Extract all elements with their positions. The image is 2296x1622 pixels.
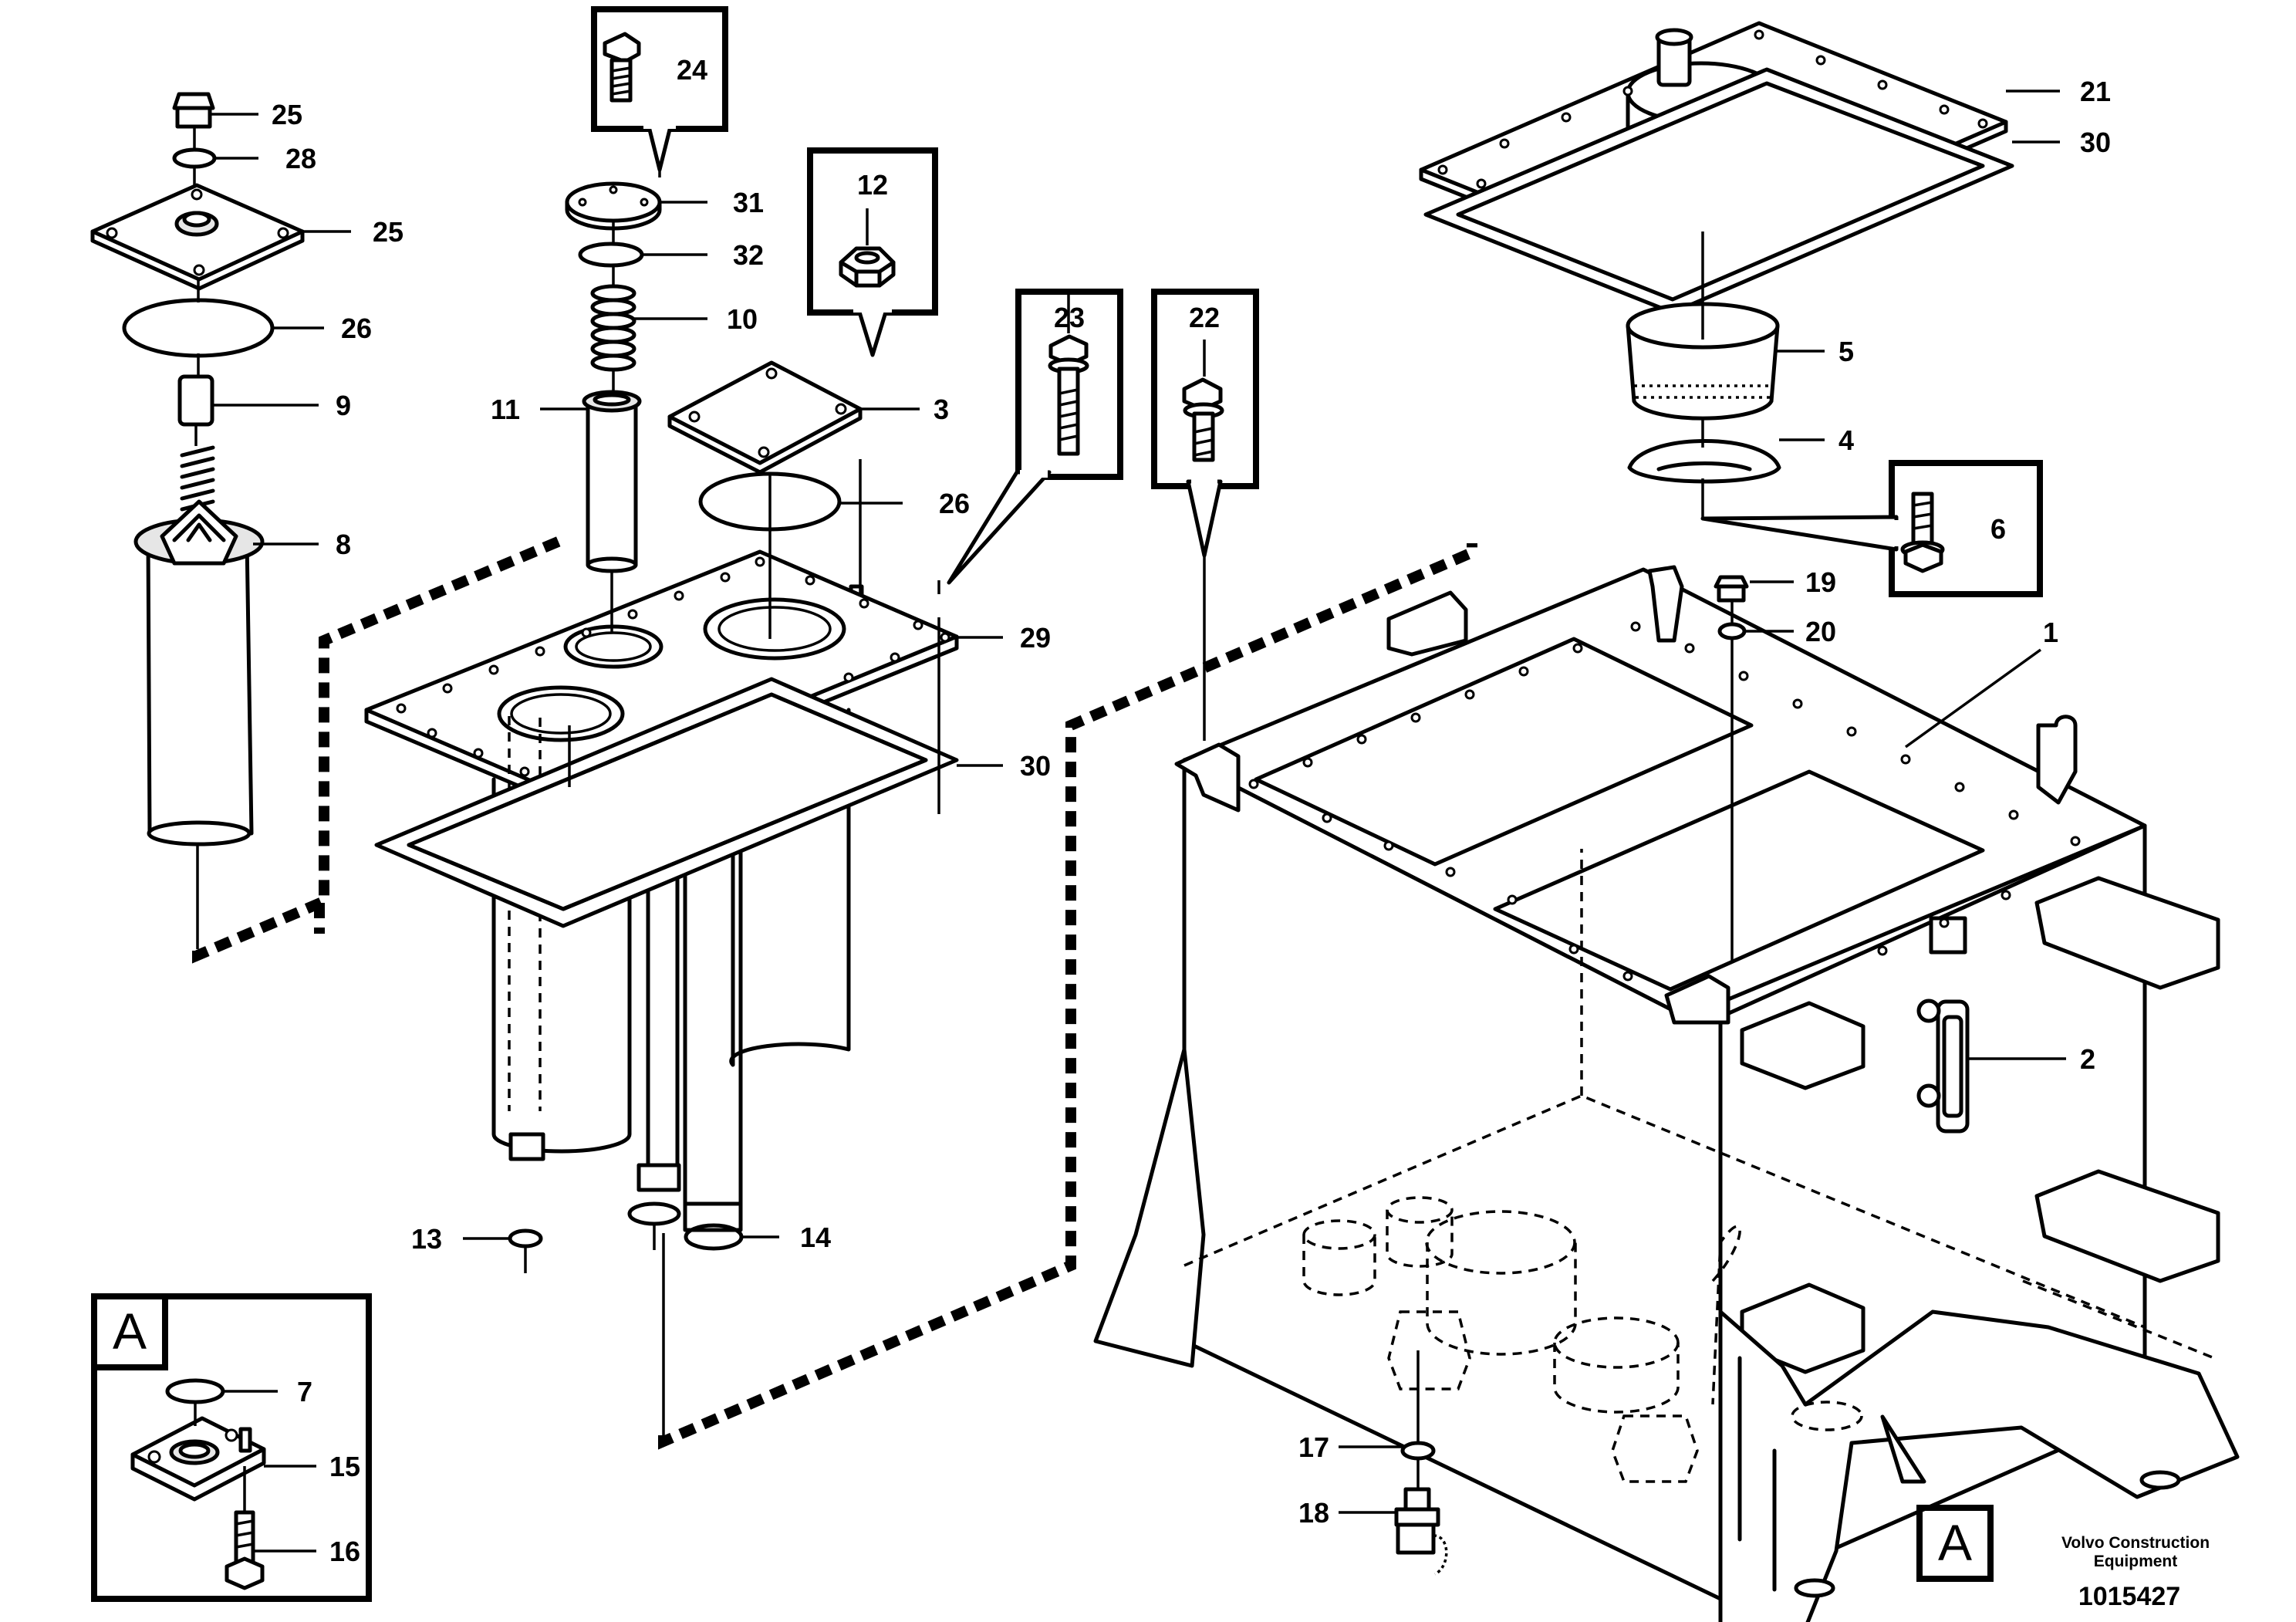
callout-23: 23 xyxy=(1054,302,1085,333)
callout-24: 24 xyxy=(677,54,707,86)
cover-plate-part-3 xyxy=(667,360,863,475)
callout-4: 4 xyxy=(1838,424,1854,456)
callout-6: 6 xyxy=(1990,513,2006,545)
drain-assembly xyxy=(1394,1350,1448,1576)
callout-5: 5 xyxy=(1838,336,1854,367)
tank-part-1 xyxy=(1093,565,2240,1622)
spring-part-10 xyxy=(590,284,636,372)
callout-19: 19 xyxy=(1805,566,1836,598)
detail-a-box: A xyxy=(91,1293,372,1602)
callout-30-top: 30 xyxy=(2080,127,2111,158)
ring-part-7 xyxy=(165,1378,225,1404)
callout-28: 28 xyxy=(285,143,316,174)
callout-29: 29 xyxy=(1020,622,1051,654)
callout-26-left: 26 xyxy=(341,313,372,344)
bolt-box-part-23 xyxy=(947,289,1123,585)
bolt-part-16 xyxy=(225,1510,265,1590)
gasket-part-30-center xyxy=(374,677,959,928)
detail-a-marker: A xyxy=(1880,1414,1994,1582)
bolt-icon-24 xyxy=(603,32,641,103)
callout-11: 11 xyxy=(491,394,520,425)
drawing-number: 1015427 xyxy=(2078,1582,2180,1611)
bolt-icon-6 xyxy=(1900,492,1945,573)
callout-numbers: 25 28 25 26 9 8 24 31 32 10 11 12 3 26 2… xyxy=(210,54,2111,1567)
bolt-icon-23 xyxy=(1048,334,1089,456)
drain-valve-part-18 xyxy=(1394,1487,1448,1576)
gasket-part-30-top xyxy=(1423,67,2014,315)
callout-22: 22 xyxy=(1189,302,1220,333)
o-ring-part-13 xyxy=(508,1228,543,1249)
callout-25: 25 xyxy=(373,216,403,248)
callout-3: 3 xyxy=(934,394,949,425)
callout-31: 31 xyxy=(733,187,764,218)
flange-plate-part-29 xyxy=(364,549,959,809)
bolt-icon-22 xyxy=(1182,377,1224,462)
callout-21: 21 xyxy=(2080,76,2111,107)
ring-part-32 xyxy=(578,242,644,268)
callout-20: 20 xyxy=(1805,616,1836,647)
callout-1: 1 xyxy=(2043,617,2058,648)
company-name-line2: Equipment xyxy=(2094,1553,2178,1570)
plug-part-27 xyxy=(172,92,215,129)
left-filter-assembly xyxy=(90,92,305,949)
bolt-box-part-24 xyxy=(591,6,728,177)
cover-plate-part-25 xyxy=(90,183,305,291)
callout-14: 14 xyxy=(800,1222,831,1253)
tank-hidden-internals xyxy=(1183,849,2215,1483)
washer-part-20 xyxy=(1717,622,1747,640)
callout-17: 17 xyxy=(1298,1431,1329,1463)
seal-ring-part-28 xyxy=(172,147,217,169)
detail-label: A xyxy=(113,1303,147,1360)
bolt-box-part-6 xyxy=(1700,460,2043,597)
callout-9: 9 xyxy=(336,390,351,421)
detail-marker-label: A xyxy=(1938,1514,1972,1571)
washer-part-17 xyxy=(1400,1441,1436,1461)
callout-16: 16 xyxy=(329,1536,360,1567)
o-ring-part-26-left xyxy=(122,298,275,358)
filter-element-part-8 xyxy=(133,499,265,846)
company-name-line1: Volvo Construction xyxy=(2061,1534,2210,1552)
footer: Volvo Construction Equipment 1015427 xyxy=(2061,1534,2210,1611)
callout-18: 18 xyxy=(1298,1497,1329,1529)
nut-icon-12 xyxy=(839,246,896,288)
filter-spring xyxy=(180,445,215,512)
callout-10: 10 xyxy=(727,303,758,335)
center-filter-housing xyxy=(364,181,959,1435)
o-ring-part-14-a xyxy=(627,1201,681,1226)
bolt-box-part-12 xyxy=(807,147,938,357)
plate-part-4 xyxy=(1627,439,1781,484)
tube-part-11 xyxy=(582,390,642,573)
flange-part-15 xyxy=(130,1416,266,1502)
callout-32: 32 xyxy=(733,239,764,271)
callout-12: 12 xyxy=(857,169,888,201)
callout-8: 8 xyxy=(336,529,351,560)
callout-30-center: 30 xyxy=(1020,750,1051,782)
sleeve-part-9 xyxy=(177,374,214,427)
plug-part-19 xyxy=(1714,575,1749,603)
cap-part-31 xyxy=(565,181,662,231)
callout-27: 25 xyxy=(272,99,302,130)
bolt-box-part-22 xyxy=(1151,289,1259,741)
callout-13: 13 xyxy=(411,1223,442,1255)
callout-26-center: 26 xyxy=(939,488,970,519)
callout-2: 2 xyxy=(2080,1043,2095,1075)
callout-7: 7 xyxy=(297,1376,312,1407)
tank-top-bolt-holes xyxy=(1248,621,2081,982)
top-cover-assembly xyxy=(1419,21,2014,519)
callout-15: 15 xyxy=(329,1451,360,1482)
